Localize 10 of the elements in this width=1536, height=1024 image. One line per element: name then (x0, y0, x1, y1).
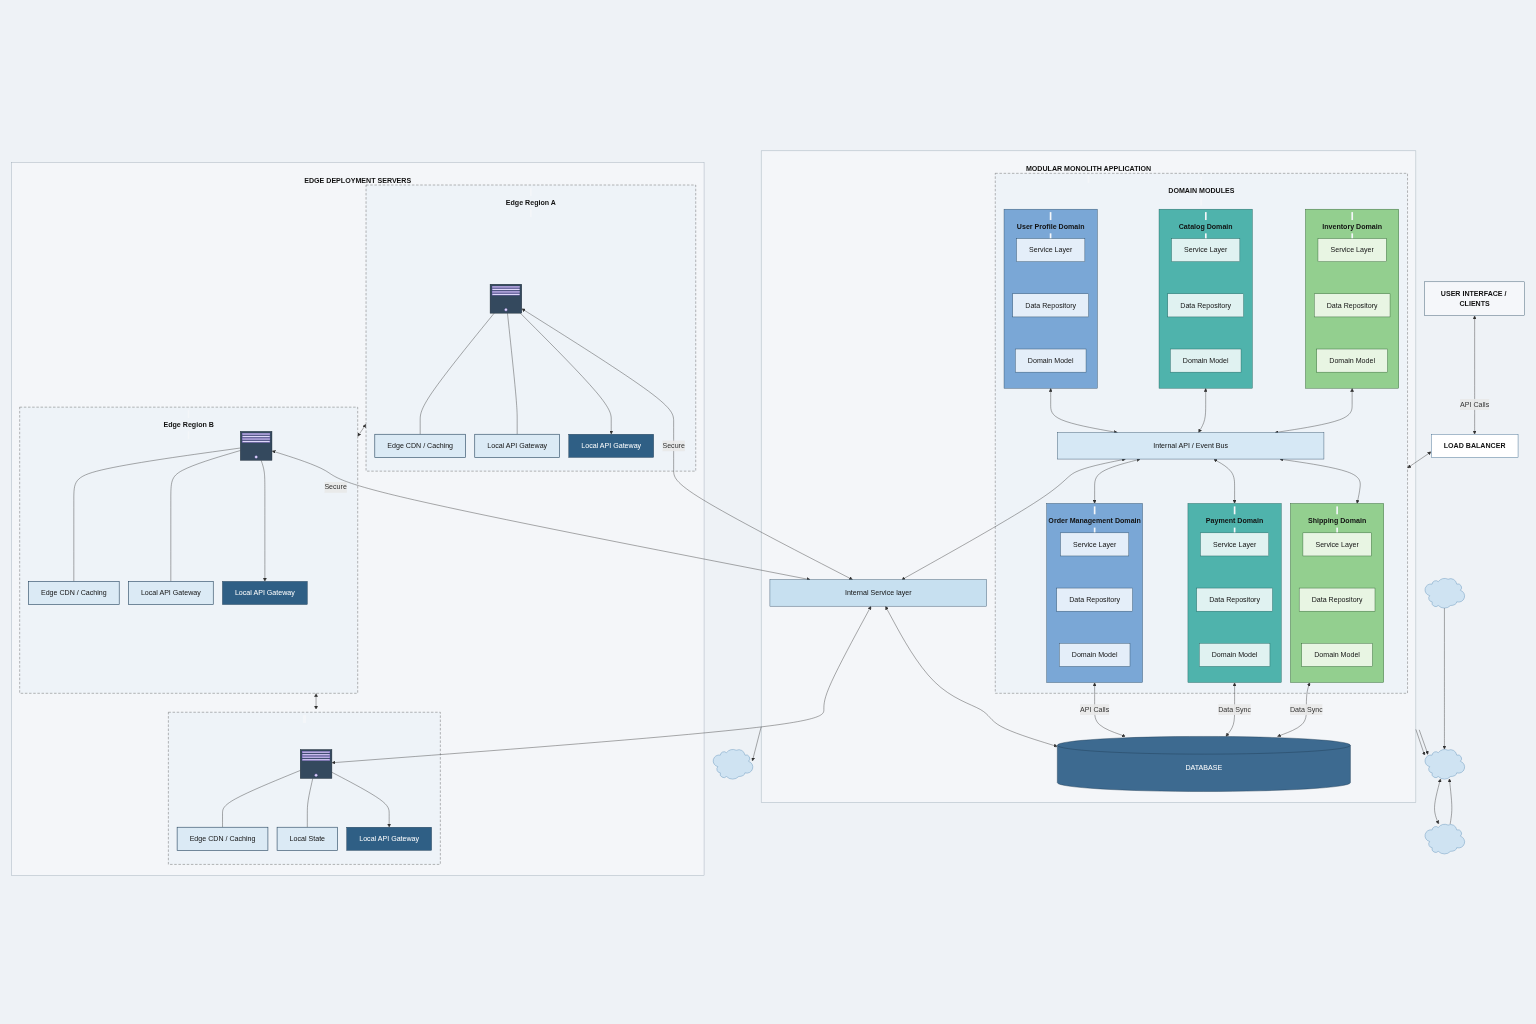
connector (222, 770, 301, 828)
node-cloud (1424, 578, 1465, 609)
connector (419, 313, 495, 435)
connector (73, 448, 241, 582)
connector (170, 450, 241, 582)
node-cloud (713, 749, 753, 780)
connector (507, 313, 518, 435)
connector (307, 778, 313, 828)
node-cloud (1424, 824, 1465, 855)
node-cloud (1424, 749, 1465, 780)
